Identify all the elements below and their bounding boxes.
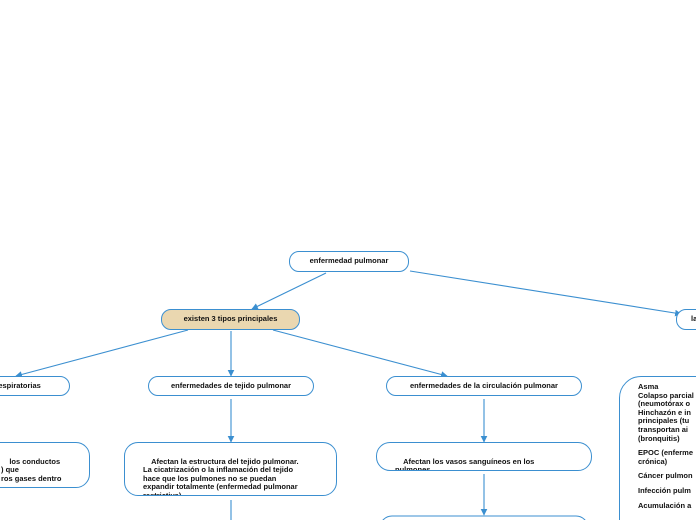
connector-types-to-airways: [15, 329, 189, 378]
category-airways-label: s respiratorias: [0, 380, 41, 390]
desc-tissue[interactable]: Afectan la estructura del tejido pulmona…: [124, 442, 337, 496]
desc-tissue-text: Afectan la estructura del tejido pulmona…: [143, 456, 299, 496]
connector-root-to-right: [409, 270, 682, 317]
disease-list-node[interactable]: Asma Colapso parcial (neumotórax o Hinch…: [619, 376, 696, 520]
disease-item: Asma Colapso parcial (neumotórax o Hinch…: [638, 382, 694, 443]
right-node-label: la: [691, 314, 696, 324]
category-tissue-label: enfermedades de tejido pulmonar: [170, 380, 292, 390]
root-node[interactable]: enfermedad pulmonar: [289, 251, 409, 272]
disease-item: Infección pulm: [638, 485, 691, 495]
category-tissue[interactable]: enfermedades de tejido pulmonar: [148, 376, 314, 396]
disease-item: Cáncer pulmon: [638, 471, 693, 481]
next-node-partial[interactable]: [380, 515, 588, 520]
connector-root-to-types: [251, 272, 327, 310]
category-circulation-label: enfermedades de la circulación pulmonar: [410, 380, 558, 390]
category-airways[interactable]: s respiratorias: [0, 376, 70, 396]
desc-circulation[interactable]: Afectan los vasos sanguíneos en los pulm…: [376, 442, 592, 471]
right-node-partial[interactable]: la: [676, 309, 696, 330]
category-circulation[interactable]: enfermedades de la circulación pulmonar: [386, 376, 582, 396]
disease-item: EPOC (enferme crónica): [638, 448, 694, 466]
desc-airways[interactable]: los conductos ) que ros gases dentro: [0, 442, 90, 488]
desc-circulation-text: Afectan los vasos sanguíneos en los pulm…: [395, 456, 535, 471]
types-node[interactable]: existen 3 tipos principales: [161, 309, 300, 330]
connector-types-to-circulation: [272, 329, 448, 378]
desc-airways-text: los conductos ) que ros gases dentro: [1, 456, 62, 483]
disease-item: Acumulación a: [638, 500, 692, 510]
types-node-label: existen 3 tipos principales: [183, 314, 278, 324]
root-node-label: enfermedad pulmonar: [309, 256, 389, 266]
